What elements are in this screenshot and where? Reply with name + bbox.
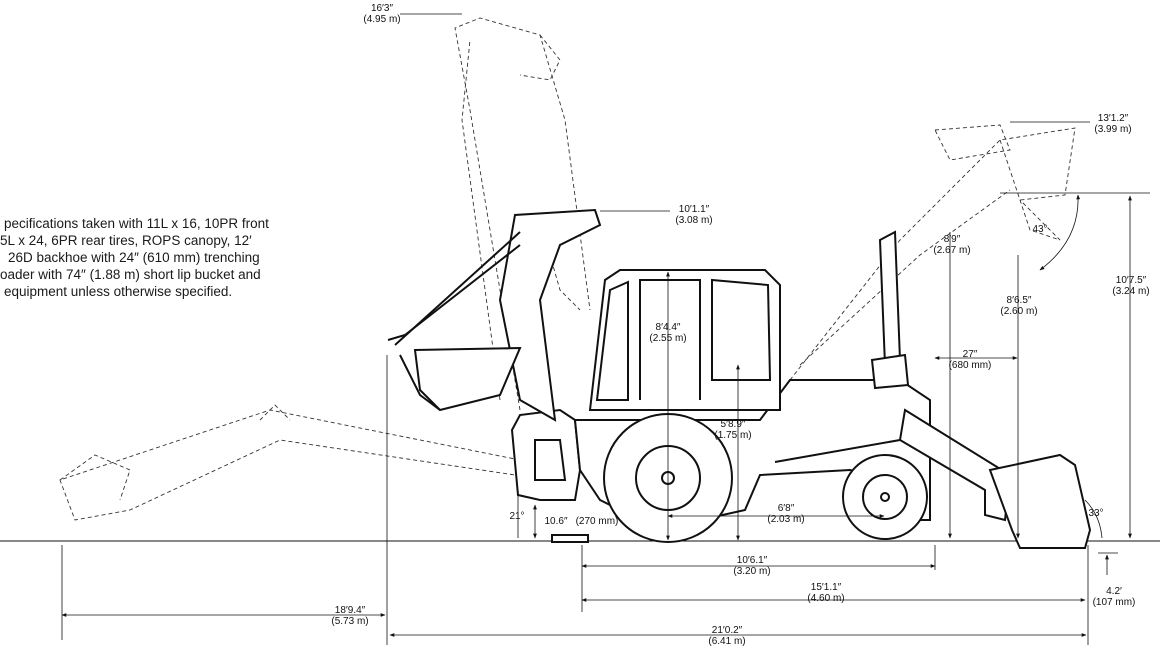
dim-center-to-bucket-metric: (3.20 m)	[733, 566, 770, 577]
dim-cab-height: 8′4.4″	[656, 322, 681, 333]
dim-center-to-bucket: 10′6.1″	[737, 555, 768, 566]
dim-hoe-reach-height-metric: (4.95 m)	[363, 14, 400, 25]
dim-loader-lift-height: 13′1.2″	[1098, 113, 1129, 124]
dim-digging-depth: 4.2′	[1106, 586, 1122, 597]
dim-dump-height-metric: (2.67 m)	[933, 245, 970, 256]
dim-hoe-transport-height-metric: (3.08 m)	[675, 215, 712, 226]
specifications-note: pecifications taken with 11L x 16, 10PR …	[0, 215, 356, 300]
dim-cab-height-metric: (2.55 m)	[649, 333, 686, 344]
note-line: 26D backhoe with 24″ (610 mm) trenching	[8, 250, 260, 265]
dim-departure-angle: 21°	[509, 511, 524, 522]
dim-wheelbase: 6′8″	[778, 503, 795, 514]
dim-reach-at-dump: 27″	[963, 349, 978, 360]
dimension-lines	[61, 13, 1150, 645]
dim-dump-height: 8′9″	[944, 234, 961, 245]
dim-hinge-pin-height: 10′7.5″	[1116, 275, 1147, 286]
note-line: pecifications taken with 11L x 16, 10PR …	[4, 216, 269, 231]
front-wheel	[842, 454, 928, 540]
dim-dump-clearance: 8′6.5″	[1007, 295, 1032, 306]
dim-reach-at-dump-metric: (680 mm)	[949, 360, 992, 371]
dim-wheelbase-metric: (2.03 m)	[767, 514, 804, 525]
dim-axle-to-bucket-metric: (4.60 m)	[807, 593, 844, 604]
note-line: 5L x 24, 6PR rear tires, ROPS canopy, 12…	[0, 233, 252, 248]
dim-digging-depth-metric: (107 mm)	[1093, 597, 1136, 608]
backhoe-extended-ghost	[59, 404, 521, 521]
note-line: oader with 74″ (1.88 m) short lip bucket…	[0, 267, 261, 282]
dim-seat-height-metric: (1.75 m)	[714, 430, 751, 441]
dim-ground-clearance-metric: (270 mm)	[576, 516, 619, 527]
dim-hinge-pin-height-metric: (3.24 m)	[1112, 286, 1149, 297]
dim-hoe-reach-height: 16′3″	[371, 3, 394, 14]
dim-hoe-reach: 18′9.4″	[335, 605, 366, 616]
dim-hoe-transport-height: 10′1.1″	[679, 204, 710, 215]
backhoe-loader-machine	[387, 208, 1092, 549]
dim-dump-angle: 43°	[1032, 224, 1047, 235]
dim-seat-height: 5′8.9″	[721, 419, 746, 430]
dim-rollback-angle: 33°	[1088, 508, 1103, 519]
dimension-labels: 16′3″ (4.95 m) 13′1.2″ (3.99 m) 10′1.1″ …	[331, 3, 1149, 647]
dim-ground-clearance: 10.6″	[544, 516, 567, 527]
dim-hoe-reach-metric: (5.73 m)	[331, 616, 368, 627]
dim-overall-length-metric: (6.41 m)	[708, 636, 745, 647]
dim-dump-clearance-metric: (2.60 m)	[1000, 306, 1037, 317]
note-line: equipment unless otherwise specified.	[4, 284, 233, 299]
dim-axle-to-bucket: 15′1.1″	[811, 582, 842, 593]
dim-overall-length: 21′0.2″	[712, 625, 743, 636]
dim-loader-lift-height-metric: (3.99 m)	[1094, 124, 1131, 135]
